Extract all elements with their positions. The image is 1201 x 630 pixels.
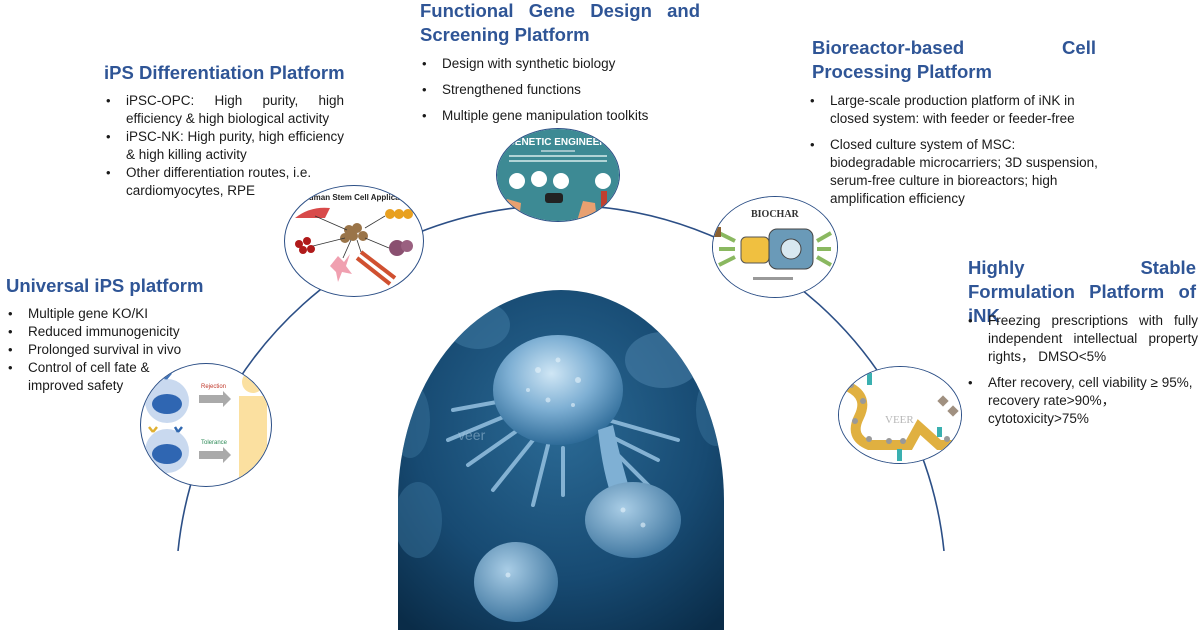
ips-differentiation-title: iPS Differentiation Platform [104,62,345,83]
list-item: Closed culture system of MSC: biodegrada… [808,136,1100,208]
list-item: iPSC-OPC: High purity, high efficiency &… [104,92,344,128]
list-item: Multiple gene KO/KI [6,305,206,323]
biochar-label: BIOCHAR [751,209,800,220]
list-item: Freezing prescriptions with fully indepe… [966,312,1198,366]
list-item: iPSC-NK: High purity, high efficiency & … [104,128,344,164]
universal-ips-image: Rejection Tolerance [140,363,272,487]
universal-ips-bullets: Multiple gene KO/KI Reduced immunogenici… [6,305,206,395]
immune-rejection-tolerance-icon: Rejection Tolerance [145,371,267,486]
bioreactor-bullets: Large-scale production platform of iNK i… [808,92,1108,216]
list-item: Multiple gene manipulation toolkits [420,107,700,125]
ips-differentiation-bullets: iPSC-OPC: High purity, high efficiency &… [104,92,344,200]
list-item: After recovery, cell viability ≥ 95%, re… [966,374,1198,428]
veer-watermark: VEER [885,414,914,426]
rejection-label: Rejection [201,384,226,390]
stem-cell-applications-icon: Human Stem Cell Applications [295,193,419,286]
bioreactor-image: BIOCHAR [712,196,838,298]
list-item: Design with synthetic biology [420,55,700,73]
production-line-icon: VEER [839,367,961,463]
functional-gene-image: GENETIC ENGINEERING [496,128,620,222]
genetic-engineering-icon: GENETIC ENGINEERING [497,129,619,221]
list-item: Strengthened functions [420,81,700,99]
bioreactor-plant-icon: BIOCHAR [713,197,837,297]
formulation-image: VEER [838,366,962,464]
list-item: Reduced immunogenicity [6,323,206,341]
list-item: Other differentiation routes, i.e. cardi… [104,164,344,200]
formulation-bullets: Freezing prescriptions with fully indepe… [966,312,1198,436]
functional-gene-title: Functional Gene Design and Screening Pla… [420,0,700,45]
genetic-engineering-label: GENETIC ENGINEERING [507,137,619,148]
universal-ips-title: Universal iPS platform [6,275,204,296]
tolerance-label: Tolerance [201,440,228,446]
stem-cell-header: Human Stem Cell Applications [303,193,419,202]
hero-image: veer [398,290,724,630]
formulation-title: Highly Stable Formulation Platform of iN… [968,257,1196,326]
ips-differentiation-image: Human Stem Cell Applications [284,185,424,297]
list-item: Large-scale production platform of iNK i… [808,92,1108,128]
cancer-cell-icon: veer [398,290,724,630]
list-item: Prolonged survival in vivo [6,341,206,359]
hero-watermark: veer [458,427,486,443]
functional-gene-bullets: Design with synthetic biology Strengthen… [420,55,700,133]
list-item: Control of cell fate & improved safety [6,359,168,395]
bioreactor-title: Bioreactor-based Cell Processing Platfor… [812,37,1096,82]
